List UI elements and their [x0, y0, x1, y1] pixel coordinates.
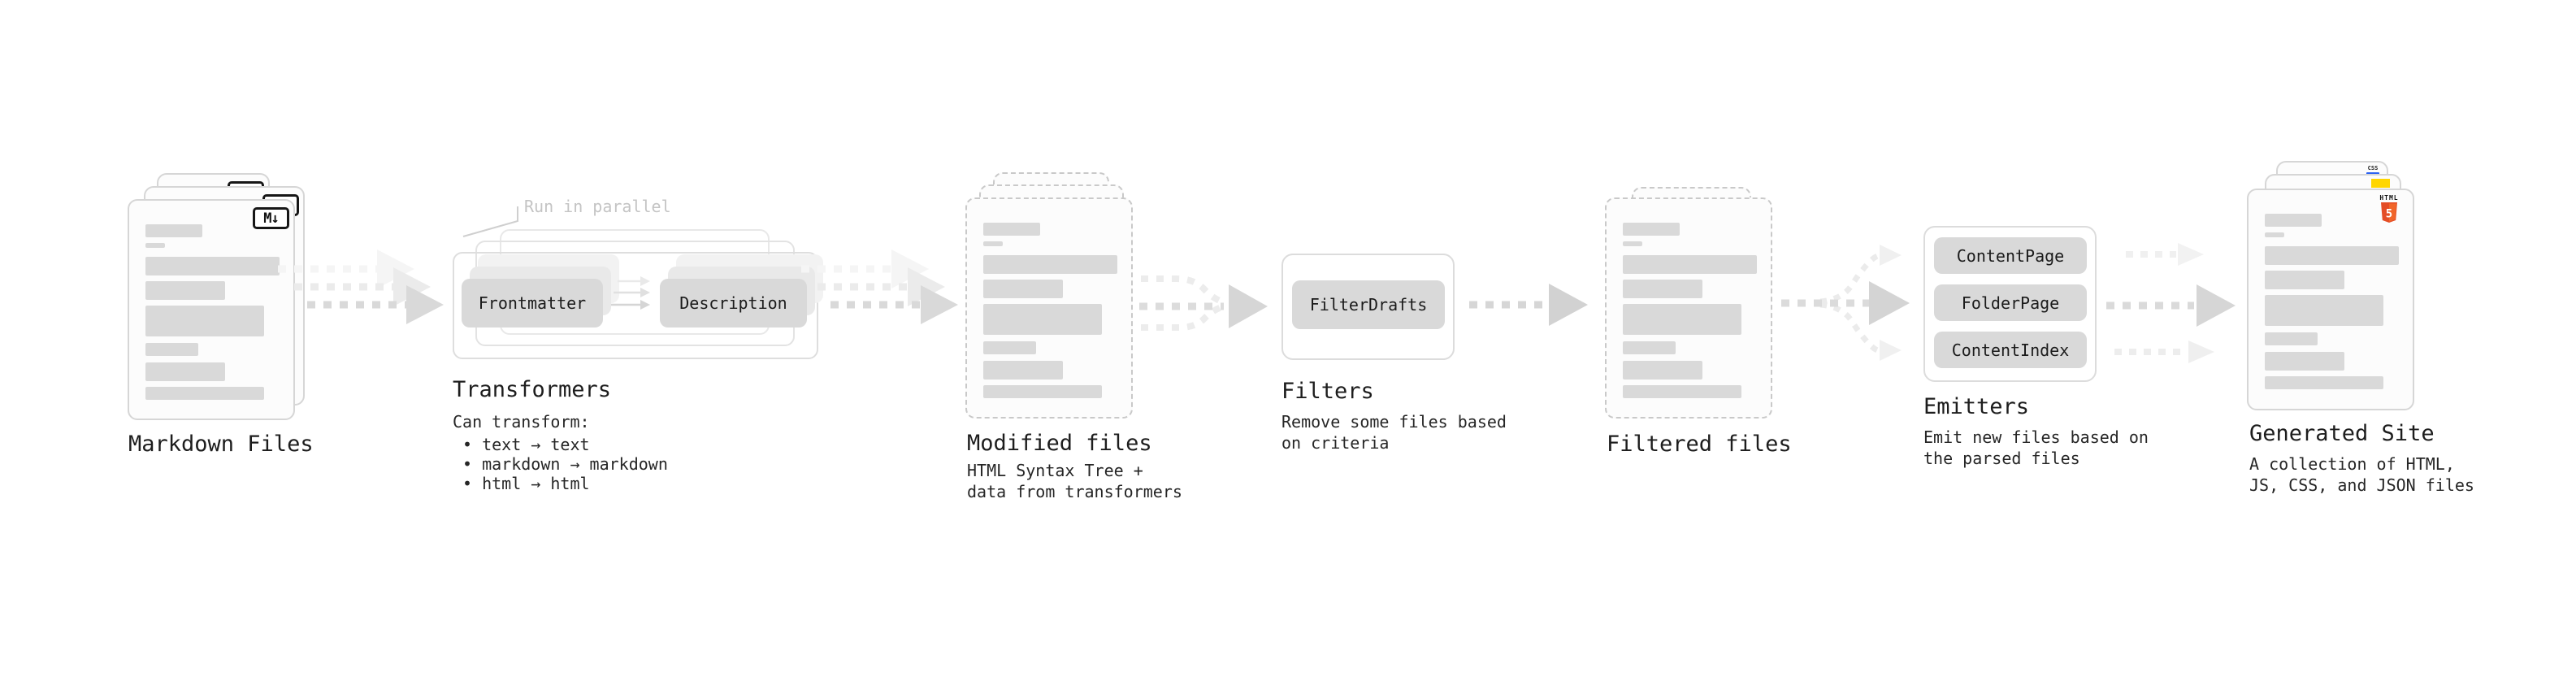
js-icon	[2371, 179, 2390, 188]
modified-files-label: Modified files	[967, 431, 1152, 456]
folderpage-chip: FolderPage	[1934, 284, 2087, 321]
skeleton-bar	[1623, 223, 1680, 236]
emitters-description: Emit new files based on the parsed files	[1923, 427, 2149, 468]
skeleton-bar	[2265, 376, 2383, 389]
transformers-label: Transformers	[453, 377, 612, 402]
generated-site-label: Generated Site	[2249, 421, 2435, 446]
contentpage-chip: ContentPage	[1934, 237, 2087, 274]
skeleton-bar	[983, 304, 1102, 335]
css-icon-text: CSS	[2367, 165, 2379, 171]
filterdrafts-chip: FilterDrafts	[1292, 280, 1445, 329]
generated-site-description: A collection of HTML, JS, CSS, and JSON …	[2249, 454, 2474, 495]
skeleton-bar	[145, 257, 280, 275]
document-skeleton	[967, 199, 1131, 417]
skeleton-bar	[2265, 295, 2383, 326]
modified-files-description: HTML Syntax Tree + data from transformer…	[967, 461, 1182, 501]
skeleton-bar	[1623, 255, 1757, 274]
markdown-icon: M↓	[253, 207, 289, 229]
skeleton-bar	[2265, 214, 2322, 227]
filtered-file-card-front	[1605, 197, 1772, 419]
skeleton-bar	[2265, 332, 2318, 345]
markdown-file-card-front: M↓	[128, 199, 295, 420]
skeleton-bar	[1623, 385, 1741, 398]
frontmatter-chip: Frontmatter	[462, 279, 603, 327]
skeleton-bar	[145, 224, 202, 237]
modified-file-card-front	[965, 197, 1133, 419]
html5-shield: 5	[2381, 202, 2397, 223]
skeleton-bar	[1623, 280, 1702, 298]
skeleton-bar	[145, 281, 225, 300]
transformers-description: Can transform: • text → text • markdown …	[453, 412, 668, 493]
skeleton-bar	[983, 385, 1102, 398]
filtered-files-label: Filtered files	[1607, 432, 1792, 457]
skeleton-bar	[983, 361, 1063, 380]
html5-icon-number: 5	[2386, 208, 2392, 221]
arrow-filters-to-filtered	[1469, 284, 1588, 326]
arrow-filtered-to-emitters-fanout	[1781, 245, 1910, 361]
description-chip: Description	[660, 279, 807, 327]
skeleton-bar	[2265, 232, 2284, 237]
html5-icon: HTML 5	[2371, 194, 2407, 223]
arrow-emitters-to-generated	[2106, 243, 2236, 363]
filters-label: Filters	[1281, 379, 1374, 404]
can-transform-heading: Can transform:	[453, 412, 590, 432]
document-skeleton	[1607, 199, 1771, 417]
skeleton-bar	[983, 341, 1036, 354]
skeleton-bar	[2265, 352, 2344, 371]
transform-bullet: • text → text	[462, 435, 590, 454]
skeleton-bar	[983, 255, 1117, 274]
skeleton-bar	[1623, 304, 1741, 335]
transform-bullet-list: • text → text • markdown → markdown • ht…	[453, 435, 668, 493]
skeleton-bar	[1623, 241, 1642, 246]
skeleton-bar	[1623, 341, 1676, 354]
skeleton-bar	[1623, 361, 1702, 380]
skeleton-bar	[2265, 246, 2399, 265]
skeleton-bar	[145, 343, 198, 356]
emitters-label: Emitters	[1923, 394, 2030, 419]
transform-bullet: • markdown → markdown	[462, 454, 668, 474]
skeleton-bar	[983, 280, 1063, 298]
skeleton-bar	[145, 362, 225, 381]
transformer-box-front	[453, 252, 818, 359]
contentindex-chip: ContentIndex	[1934, 332, 2087, 368]
skeleton-bar	[983, 223, 1040, 236]
arrow-transformers-to-modified	[801, 249, 958, 324]
generated-card-front: HTML 5	[2247, 189, 2414, 410]
document-skeleton	[2249, 190, 2413, 409]
html5-icon-word: HTML	[2379, 194, 2399, 202]
arrow-modified-to-filters-merge	[1139, 275, 1268, 331]
skeleton-bar	[2265, 271, 2344, 289]
markdown-files-label: Markdown Files	[128, 432, 314, 457]
skeleton-bar	[145, 306, 264, 336]
skeleton-bar	[145, 243, 165, 248]
document-skeleton	[129, 201, 293, 419]
filters-description: Remove some files based on criteria	[1281, 412, 1507, 453]
transform-bullet: • html → html	[462, 474, 590, 493]
run-in-parallel-note: Run in parallel	[524, 197, 671, 216]
skeleton-bar	[145, 387, 264, 400]
skeleton-bar	[983, 241, 1003, 246]
